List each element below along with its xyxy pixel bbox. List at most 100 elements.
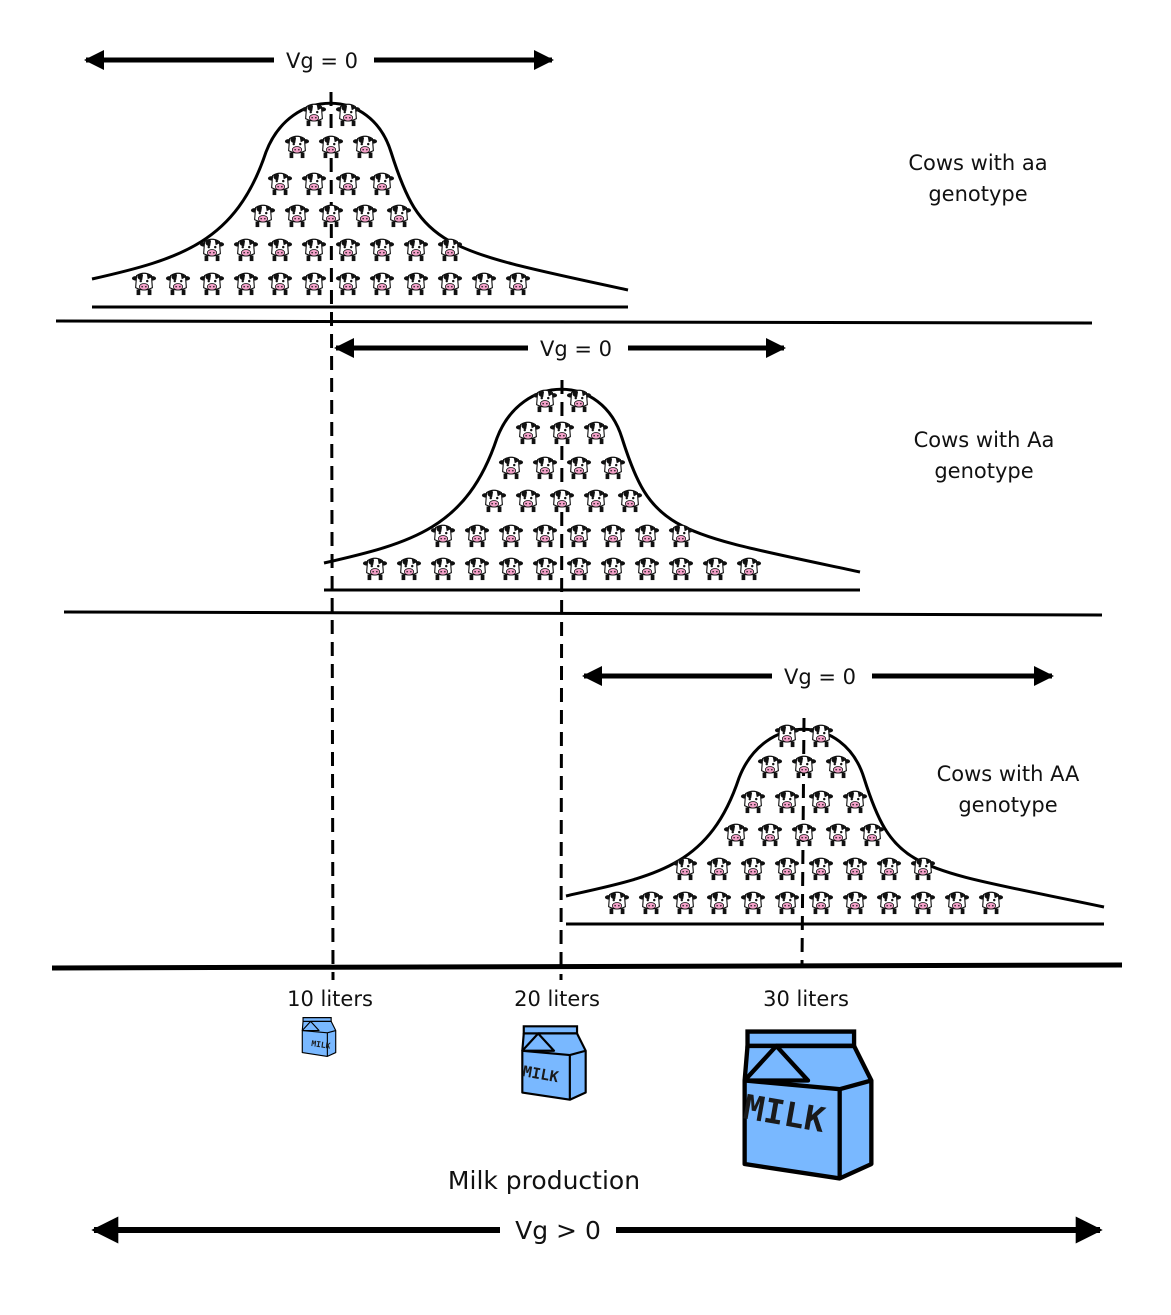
separator-line-1 bbox=[55, 319, 1093, 325]
cow-icon bbox=[532, 456, 558, 480]
cow-icon bbox=[600, 557, 626, 581]
svg-text:MILK: MILK bbox=[521, 1062, 560, 1086]
cow-icon bbox=[403, 272, 429, 296]
cow-icon bbox=[944, 891, 970, 915]
cow-icon bbox=[791, 823, 817, 847]
cow-icon bbox=[464, 557, 490, 581]
cow-icon bbox=[301, 172, 327, 196]
cow-icon bbox=[301, 103, 327, 127]
cow-icon bbox=[165, 272, 191, 296]
cow-icon bbox=[335, 272, 361, 296]
cow-icon bbox=[284, 204, 310, 228]
distribution-curve bbox=[565, 727, 1105, 909]
svg-text:MILK: MILK bbox=[311, 1039, 332, 1051]
cow-icon bbox=[532, 389, 558, 413]
cow-icon bbox=[757, 755, 783, 779]
cow-icon bbox=[842, 891, 868, 915]
cow-icon bbox=[335, 172, 361, 196]
cow-icon bbox=[369, 238, 395, 262]
distribution-curve bbox=[91, 101, 629, 292]
axis-title: Milk production bbox=[448, 1166, 640, 1195]
cow-icon bbox=[199, 272, 225, 296]
cow-icon bbox=[301, 238, 327, 262]
cow-icon bbox=[403, 238, 429, 262]
genotype-label-line2: genotype bbox=[958, 793, 1057, 817]
milk-carton-icon-large: MILK bbox=[740, 1032, 871, 1179]
cow-icon bbox=[362, 557, 388, 581]
cow-icon bbox=[668, 524, 694, 548]
genotype-label-line1: Cows with aa bbox=[908, 151, 1047, 175]
cow-icon bbox=[566, 557, 592, 581]
cow-icon bbox=[842, 790, 868, 814]
cow-icon bbox=[825, 755, 851, 779]
milk-carton-icon-small: MILK bbox=[301, 1016, 337, 1058]
cow-icon bbox=[386, 204, 412, 228]
cow-icon bbox=[301, 272, 327, 296]
milk-carton-icon-medium: MILK bbox=[521, 1025, 587, 1101]
cow-icon bbox=[808, 891, 834, 915]
cow-icon bbox=[318, 204, 344, 228]
cow-icon bbox=[566, 456, 592, 480]
cow-icon bbox=[549, 421, 575, 445]
cow-icon bbox=[583, 421, 609, 445]
cow-icon bbox=[267, 238, 293, 262]
cow-icon bbox=[481, 489, 507, 513]
cow-icon bbox=[464, 524, 490, 548]
cow-icon bbox=[532, 557, 558, 581]
cow-icon bbox=[842, 857, 868, 881]
cow-icon bbox=[702, 557, 728, 581]
overall-vg-label: Vg > 0 bbox=[515, 1216, 601, 1245]
cow-icon bbox=[284, 135, 310, 159]
cow-icon bbox=[978, 891, 1004, 915]
cow-icon bbox=[672, 857, 698, 881]
cow-icon bbox=[369, 272, 395, 296]
cow-icon bbox=[774, 790, 800, 814]
cow-icon bbox=[774, 724, 800, 748]
cow-icon bbox=[672, 891, 698, 915]
cow-icon bbox=[825, 823, 851, 847]
cow-icon bbox=[638, 891, 664, 915]
cow-icon bbox=[396, 557, 422, 581]
cow-icon bbox=[634, 557, 660, 581]
cow-icon bbox=[706, 891, 732, 915]
axis-line bbox=[51, 962, 1123, 971]
cow-icon bbox=[498, 456, 524, 480]
genotype-label-line2: genotype bbox=[928, 182, 1027, 206]
tick-label-20: 20 liters bbox=[514, 987, 600, 1011]
cow-icon bbox=[774, 857, 800, 881]
cow-icon bbox=[876, 891, 902, 915]
cow-icon bbox=[335, 103, 361, 127]
cow-icon bbox=[600, 456, 626, 480]
cow-icon bbox=[199, 238, 225, 262]
guide-line-20 bbox=[559, 379, 564, 981]
cow-icon bbox=[723, 823, 749, 847]
cow-icon bbox=[233, 238, 259, 262]
separator-line-2 bbox=[63, 610, 1103, 617]
vg-label: Vg = 0 bbox=[784, 665, 856, 689]
cow-icon bbox=[566, 389, 592, 413]
cow-icon bbox=[437, 272, 463, 296]
tick-label-10: 10 liters bbox=[287, 987, 373, 1011]
cow-icon bbox=[549, 489, 575, 513]
vg-label: Vg = 0 bbox=[286, 49, 358, 73]
cow-icon bbox=[604, 891, 630, 915]
cow-icon bbox=[910, 891, 936, 915]
cow-icon bbox=[430, 557, 456, 581]
cow-icon bbox=[634, 524, 660, 548]
cow-icon bbox=[566, 524, 592, 548]
cow-icon bbox=[808, 857, 834, 881]
vg-label: Vg = 0 bbox=[540, 337, 612, 361]
cow-icon bbox=[583, 489, 609, 513]
cow-icon bbox=[430, 524, 456, 548]
cow-icon bbox=[617, 489, 643, 513]
genotype-panel-1: Vg = 0 Cows with aa genotype bbox=[84, 49, 1048, 309]
cow-icon bbox=[233, 272, 259, 296]
genotype-label-line2: genotype bbox=[934, 459, 1033, 483]
cow-icon bbox=[471, 272, 497, 296]
tick-label-30: 30 liters bbox=[763, 987, 849, 1011]
cow-icon bbox=[668, 557, 694, 581]
cow-icon bbox=[740, 891, 766, 915]
cow-icon bbox=[250, 204, 276, 228]
